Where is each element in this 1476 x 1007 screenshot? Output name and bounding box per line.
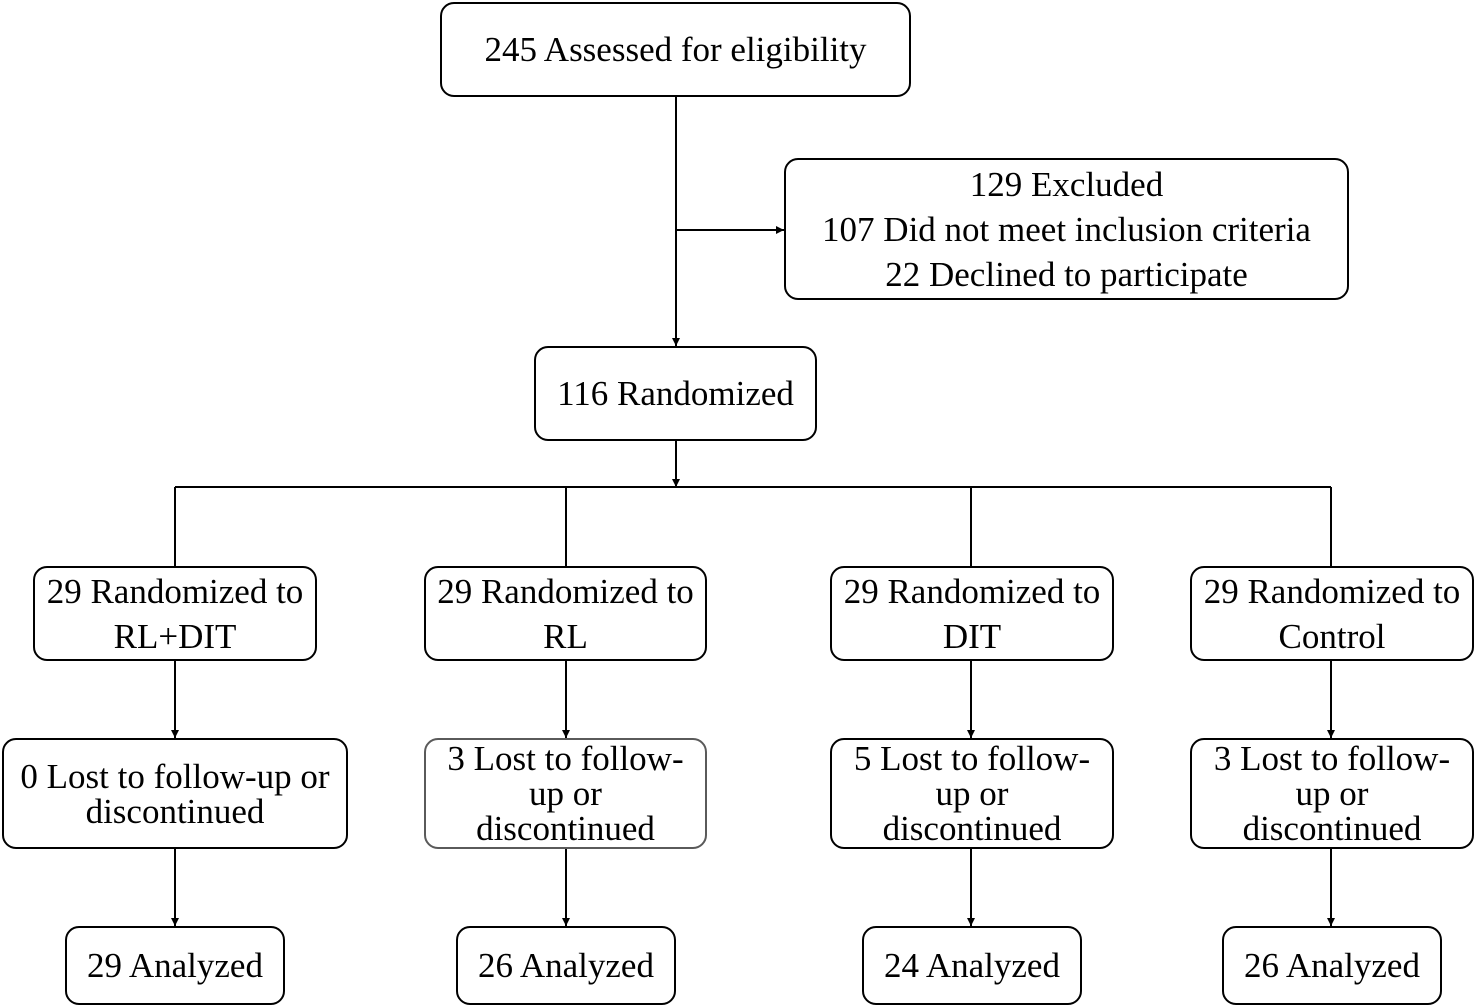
lost-line-2: discontinued (85, 791, 265, 831)
analyzed-text: 29 Analyzed (87, 946, 263, 985)
lost-box-rl: 3 Lost to follow- up or discontinued (424, 738, 707, 849)
alloc-line-2: RL+DIT (113, 616, 237, 656)
analyzed-text: 26 Analyzed (478, 946, 654, 985)
randomized-box: 116 Randomized (534, 346, 817, 441)
analyzed-box-rl-dit: 29 Analyzed (65, 926, 285, 1005)
analyzed-text: 26 Analyzed (1244, 946, 1420, 985)
analyzed-box-rl: 26 Analyzed (456, 926, 676, 1005)
alloc-box-dit: 29 Randomized to DIT (830, 566, 1114, 661)
assessed-box: 245 Assessed for eligibility (440, 2, 911, 97)
alloc-line-1: 29 Randomized to (46, 571, 304, 611)
lost-line-1: 3 Lost to follow- (447, 739, 684, 778)
lost-line-1: 5 Lost to follow- (853, 739, 1091, 778)
lost-box-rl-dit: 0 Lost to follow-up or discontinued (2, 738, 348, 849)
alloc-line-1: 29 Randomized to (843, 571, 1101, 611)
lost-box-dit: 5 Lost to follow- up or discontinued (830, 738, 1114, 849)
lost-line-3: discontinued (476, 809, 655, 848)
analyzed-text: 24 Analyzed (884, 946, 1060, 985)
analyzed-box-dit: 24 Analyzed (862, 926, 1082, 1005)
alloc-line-1: 29 Randomized to (1203, 571, 1461, 611)
lost-line-1: 3 Lost to follow- (1213, 739, 1451, 778)
excluded-declined: 22 Declined to participate (885, 254, 1248, 294)
lost-line-3: discontinued (882, 809, 1062, 848)
lost-line-3: discontinued (1242, 809, 1422, 848)
assessed-text: 245 Assessed for eligibility (484, 30, 867, 69)
excluded-box: 129 Excluded 107 Did not meet inclusion … (784, 158, 1349, 300)
excluded-criteria: 107 Did not meet inclusion criteria (822, 209, 1311, 249)
lost-line-1: 0 Lost to follow-up or (20, 756, 330, 796)
alloc-box-control: 29 Randomized to Control (1190, 566, 1474, 661)
alloc-line-2: Control (1278, 616, 1386, 656)
alloc-line-2: DIT (942, 616, 1002, 656)
lost-line-2: up or (935, 774, 1009, 813)
lost-line-2: up or (529, 774, 602, 813)
lost-box-control: 3 Lost to follow- up or discontinued (1190, 738, 1474, 849)
alloc-box-rl: 29 Randomized to RL (424, 566, 707, 661)
alloc-line-1: 29 Randomized to (437, 571, 694, 611)
analyzed-box-control: 26 Analyzed (1222, 926, 1442, 1005)
excluded-total: 129 Excluded (969, 164, 1164, 204)
alloc-box-rl-dit: 29 Randomized to RL+DIT (33, 566, 317, 661)
randomized-text: 116 Randomized (557, 374, 794, 413)
lost-line-2: up or (1295, 774, 1369, 813)
alloc-line-2: RL (543, 616, 588, 656)
